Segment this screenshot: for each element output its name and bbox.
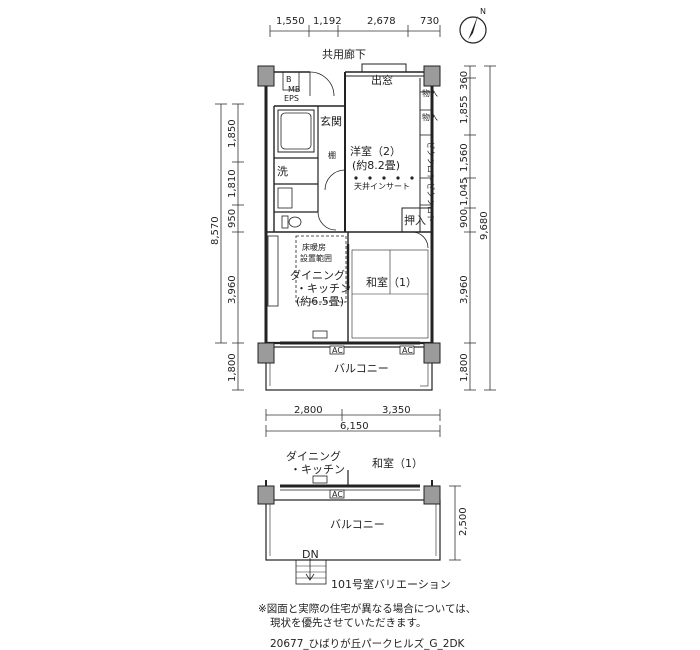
dining-line2: ・キッチン <box>296 282 351 295</box>
right-dim-4: 1,045 <box>459 177 470 206</box>
main-walls <box>264 63 434 391</box>
floor-heating-line1: 床暖房 <box>302 242 326 252</box>
bottom-total-dim: 6,150 <box>340 421 369 432</box>
variation-dn-label: DN <box>302 548 319 561</box>
ac-label-1: AC <box>332 346 343 355</box>
ac-label-2: AC <box>402 346 413 355</box>
left-dim-1: 1,850 <box>227 119 238 148</box>
right-dimension-lines <box>464 65 496 391</box>
variation-dining-line2: ・キッチン <box>290 463 345 476</box>
left-dimension-lines <box>215 103 244 391</box>
note-line-2: 現状を優先させていただきます。 <box>270 616 426 629</box>
ceiling-insert-dots <box>354 176 414 180</box>
dining-line1: ダイニング <box>290 268 345 282</box>
meter-box-b: B <box>286 75 292 84</box>
north-arrow-icon <box>459 15 487 44</box>
closet-2-label: ゼクツロト <box>426 182 436 222</box>
closet-1-label: ゼクツロト <box>426 141 436 181</box>
washroom-label: 洗 <box>277 165 288 178</box>
plan-code: 20677_ひばりが丘パークヒルズ_G_2DK <box>270 637 466 650</box>
right-dim-5: 900 <box>459 209 470 228</box>
variation-columns <box>257 485 441 505</box>
storage-1-label: 物入 <box>422 88 438 98</box>
right-dim-6: 3,960 <box>459 275 470 304</box>
right-total-dim: 9,680 <box>479 211 490 240</box>
variation-ac-label: AC <box>332 490 343 499</box>
north-label: N <box>480 7 486 16</box>
top-dimension-line <box>269 25 441 37</box>
left-dim-2: 1,810 <box>227 169 238 198</box>
western-room-label: 洋室（2） <box>350 144 401 158</box>
bottom-dim-2: 3,350 <box>382 405 411 416</box>
floor-heating-line2: 設置範囲 <box>300 253 332 263</box>
left-dim-4: 3,960 <box>227 275 238 304</box>
variation-dining-line1: ダイニング <box>286 449 341 463</box>
top-dim-3: 2,678 <box>367 16 396 27</box>
variation-caption: 101号室バリエーション <box>331 577 451 591</box>
balcony-label: バルコニー <box>334 362 389 375</box>
dining-line3: (約6.5畳) <box>296 294 344 308</box>
western-room-size: (約8.2畳) <box>352 158 400 172</box>
oshiire-label: 押入 <box>404 213 426 227</box>
ac-units <box>312 330 415 355</box>
left-dim-3: 950 <box>227 209 238 228</box>
outlet-window-label: 出窓 <box>371 73 393 87</box>
meter-box-eps: EPS <box>284 94 299 103</box>
top-dim-4: 730 <box>420 16 439 27</box>
variation-japanese-label: 和室（1） <box>372 456 423 470</box>
bottom-dimension-lines <box>265 409 441 437</box>
left-total-dim: 8,570 <box>210 216 221 245</box>
right-dim-2: 1,855 <box>459 95 470 124</box>
top-dim-1: 1,550 <box>276 16 305 27</box>
meter-box-mb: MB <box>288 85 300 94</box>
right-dim-7: 1,800 <box>459 353 470 382</box>
variation-balcony-label: バルコニー <box>330 518 385 531</box>
variation-dim: 2,500 <box>458 507 469 536</box>
right-dim-3: 1,560 <box>459 143 470 172</box>
left-dim-5: 1,800 <box>227 353 238 382</box>
storage-2-label: 物入 <box>422 112 438 122</box>
shelf-label: 棚 <box>328 150 336 160</box>
bottom-dim-1: 2,800 <box>294 405 323 416</box>
wall-columns <box>257 65 441 364</box>
variation-ac-units <box>312 475 345 499</box>
right-dim-1: 360 <box>459 71 470 90</box>
variation-plan <box>265 470 461 585</box>
ceiling-insert-label: 天井インサート <box>354 181 410 191</box>
japanese-room-label: 和室（1） <box>366 275 417 289</box>
entrance-label: 玄関 <box>320 114 342 128</box>
corridor-label: 共用廊下 <box>322 47 366 61</box>
top-dim-2: 1,192 <box>313 16 342 27</box>
note-line-1: ※図面と実際の住宅が異なる場合については、 <box>258 602 476 615</box>
